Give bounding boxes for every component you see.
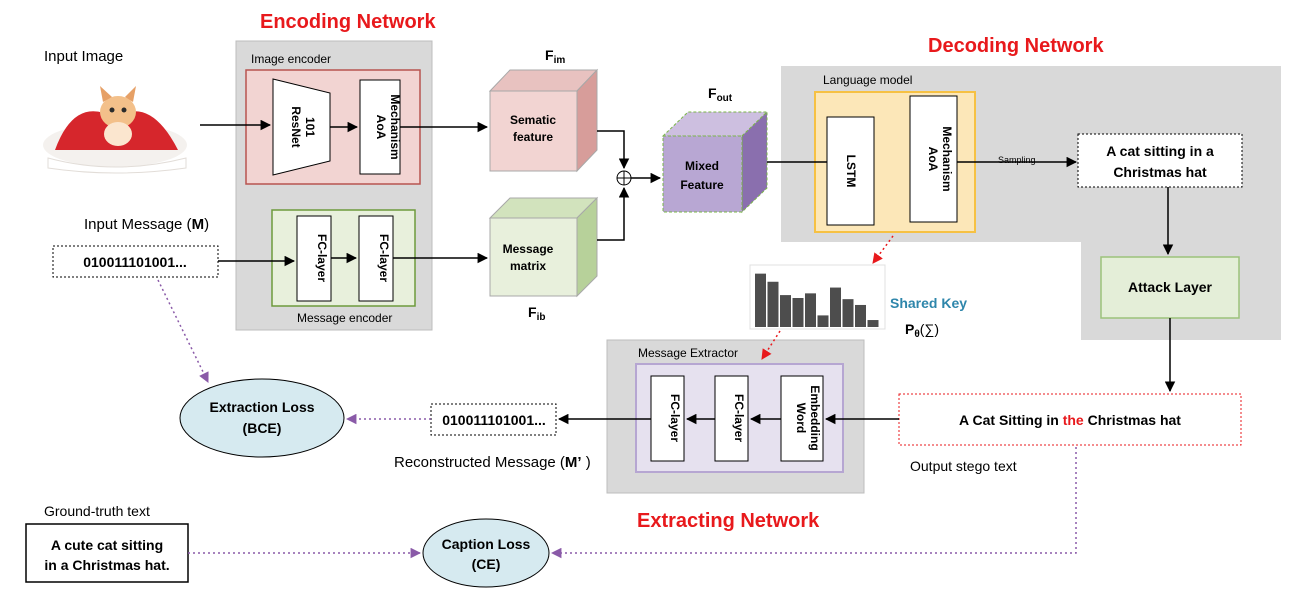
stego-text-box: [898, 393, 1242, 446]
sum-node: [616, 170, 632, 186]
language-model-label: Language model: [823, 73, 912, 87]
encoding-network-title: Encoding Network: [260, 11, 436, 33]
message-matrix-cube: [488, 196, 599, 298]
extractor-fc1: [650, 375, 685, 462]
sampling-label: Sampling: [998, 155, 1036, 165]
message-encoder-fc2: [358, 215, 394, 302]
decoder-aoa-label-line1: AoA: [926, 147, 940, 172]
message-encoder-fc1: [296, 215, 332, 302]
attack-layer-label: Attack Layer: [1128, 279, 1213, 295]
caption-loss-line2: (CE): [472, 556, 501, 572]
extractor-fc2-label: FC-layer: [732, 394, 746, 442]
ground-truth-box: [25, 523, 189, 583]
stego-text: A Cat Sitting in the Christmas hat: [959, 412, 1181, 428]
histogram-bar: [867, 320, 879, 327]
histogram-bar: [830, 287, 841, 327]
decoding-network-title: Decoding Network: [928, 35, 1104, 57]
semantic-feature-cube: [488, 68, 599, 173]
mixed-feature-cube: [661, 110, 769, 214]
extraction-loss-node: [179, 378, 345, 458]
semantic-feature-label-line1: Sematic: [510, 113, 556, 127]
word-embedding-label-line1: Word: [794, 403, 808, 433]
resnet-block: [272, 78, 331, 176]
message-encoder-fc1-label: FC-layer: [315, 234, 329, 282]
histogram-bar: [767, 281, 779, 327]
resnet-label-line1: ResNet: [289, 106, 303, 147]
shared-key-prob: Pθ(∑): [905, 321, 939, 340]
message-encoder-fc2-label: FC-layer: [377, 234, 391, 282]
histogram-bar: [755, 273, 766, 327]
f-out-label: Fout: [708, 85, 733, 104]
word-embedding-label-line2: Embedding: [808, 385, 822, 450]
ground-truth-label: Ground-truth text: [44, 503, 150, 519]
histogram-bar: [817, 315, 829, 327]
decoder-aoa-label-line2: Mechanism: [940, 126, 954, 191]
extraction-loss-line2: (BCE): [243, 420, 282, 436]
ground-truth-line1: A cute cat sitting: [51, 537, 163, 553]
message-encoder-label: Message encoder: [297, 311, 392, 325]
f-im-label: Fim: [545, 47, 565, 66]
histogram-bar: [842, 299, 854, 327]
encoder-aoa-block: [359, 79, 401, 175]
loss-connectors: [157, 279, 1077, 559]
attack-layer-block: [1100, 256, 1240, 319]
output-stego-label: Output stego text: [910, 458, 1017, 474]
extractor-fc1-label: FC-layer: [668, 394, 682, 442]
input-image-label: Input Image: [44, 48, 123, 65]
histogram-bar: [805, 293, 816, 327]
histogram-bar: [792, 298, 804, 327]
extraction-loss-line1: Extraction Loss: [209, 399, 314, 415]
f-ib-label: Fib: [528, 304, 545, 323]
input-message-box: [52, 245, 219, 278]
caption-output-line1: A cat sitting in a: [1106, 143, 1214, 159]
reconstructed-message-bits: 010011101001...: [442, 412, 546, 428]
histogram-bar: [780, 295, 791, 327]
histogram-bar: [855, 304, 866, 327]
decoder-aoa-block: [909, 95, 958, 223]
image-encoder-label: Image encoder: [251, 52, 331, 66]
word-embedding-block: [780, 375, 824, 462]
mixed-feature-label-line1: Mixed: [685, 159, 719, 173]
lstm-block: [826, 116, 875, 226]
encoder-aoa-label-line1: AoA: [374, 115, 388, 140]
mixed-feature-label-line2: Feature: [680, 178, 724, 192]
shared-key-histogram: [755, 273, 879, 327]
message-extractor-label: Message Extractor: [638, 346, 738, 360]
message-matrix-label-line1: Message: [503, 242, 554, 256]
input-image-kitten: [38, 70, 198, 174]
reconstructed-message-label: Reconstructed Message (M’ ): [394, 454, 591, 471]
extracting-network-title: Extracting Network: [637, 510, 820, 532]
caption-loss-node: [422, 518, 550, 588]
reconstructed-message-box: [430, 403, 557, 436]
caption-loss-line1: Caption Loss: [442, 536, 531, 552]
connectors: [200, 119, 1176, 425]
encoder-aoa-label-line2: Mechanism: [388, 94, 402, 159]
caption-output-line2: Christmas hat: [1113, 164, 1207, 180]
message-matrix-label-line2: matrix: [510, 259, 546, 273]
caption-output-box: [1077, 133, 1243, 188]
semantic-feature-label-line2: feature: [513, 130, 553, 144]
shared-key-connectors: [761, 235, 894, 360]
shared-key-label: Shared Key: [890, 295, 967, 311]
resnet-label-line2: 101: [303, 117, 317, 137]
ground-truth-line2: in a Christmas hat.: [44, 557, 169, 573]
extractor-fc2: [714, 375, 749, 462]
input-message-label: Input Message (M): [84, 216, 209, 233]
input-message-bits: 010011101001...: [83, 254, 187, 270]
lstm-label: LSTM: [844, 155, 858, 188]
